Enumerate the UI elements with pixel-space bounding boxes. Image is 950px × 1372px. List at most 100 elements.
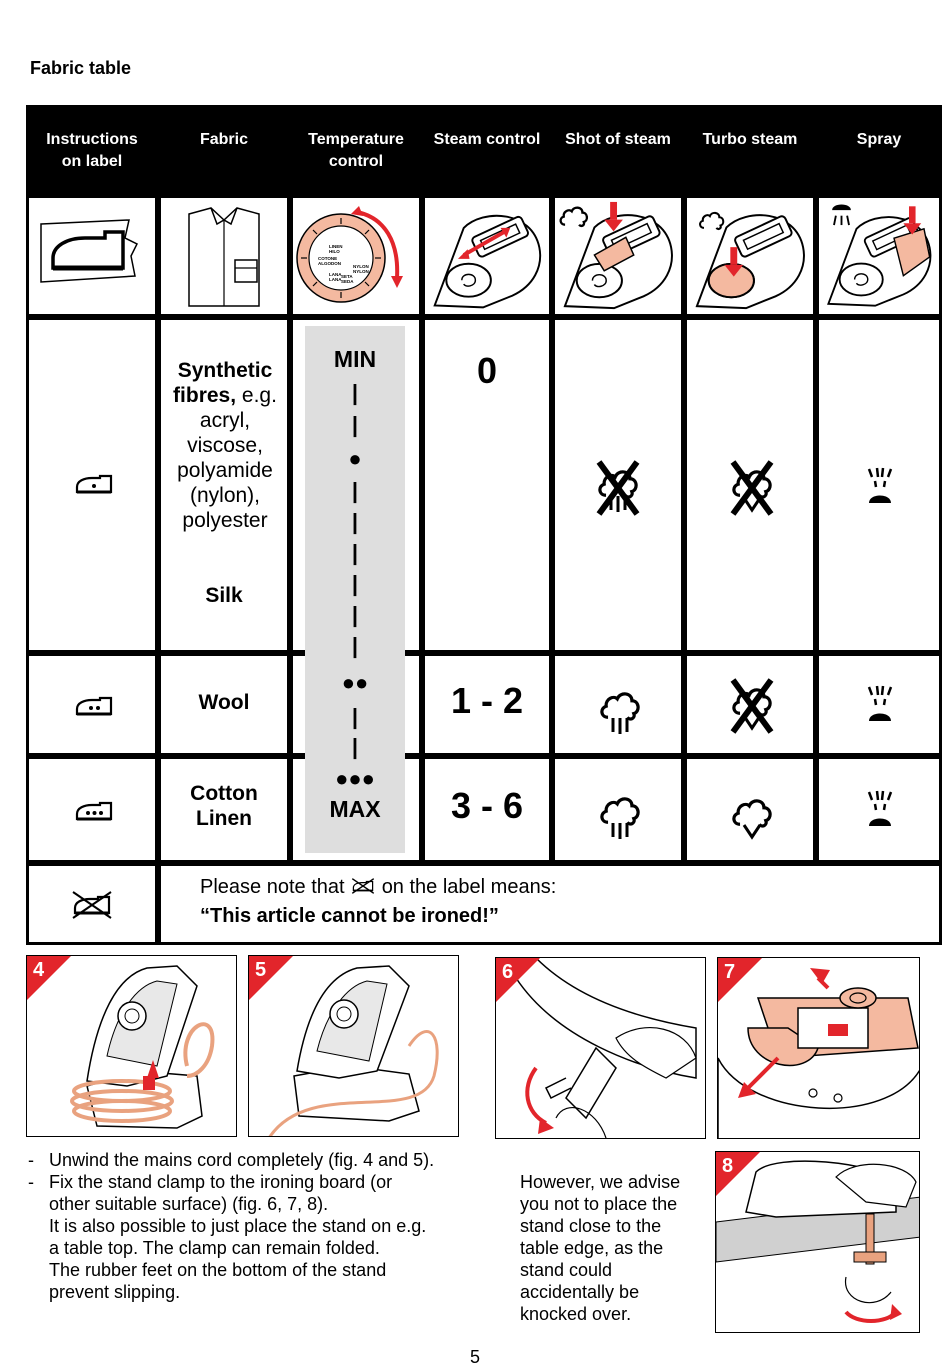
wool-label-cell [26,653,158,756]
figure-4-number: 4 [33,959,45,981]
cotton-fabric-text: Cotton Linen [190,782,258,830]
shot-of-steam-allowed-icon [600,797,640,839]
dial-icon-cell: LINEN HILO COTONE ALGODON LANA LANA SETA… [290,195,422,317]
header-fabric: Fabric [199,131,248,148]
dial-label: SETA [341,274,353,279]
figure-5-number: 5 [255,959,267,981]
table-header [26,105,942,196]
note-line: Please note that on the label means: [200,876,556,899]
note-prefix: Please note that [200,876,345,898]
spray-icon-cell [816,195,942,317]
care-label-icon [40,219,139,283]
spray-icon [819,204,939,314]
no-shot-of-steam-icon [596,460,640,516]
header-instructions: Instructions on label [46,131,138,170]
clamp-on-board-illustration [716,1160,919,1323]
figure-6-number: 6 [502,961,514,983]
dial-label: HILO [329,249,340,254]
temp-tick: | [351,380,359,405]
dial-label: NYLON [353,264,369,269]
temp-tick: | [351,704,359,729]
synthetic-spray-cell [816,317,942,653]
silk-fabric-text: Silk [205,584,243,607]
figure-5: 5 [248,955,459,1137]
figure-8: 8 [715,1151,920,1333]
temp-tick: | [351,412,359,437]
figure-6-number-badge [496,958,540,1002]
wool-steam-value: 1 - 2 [450,680,524,721]
list-item: - Fix the stand clamp to the ironing boa… [28,1171,434,1303]
synthetic-label-cell [26,317,158,653]
iron-on-stand-cord-wound-illustration [70,965,215,1129]
synthetic-fabric-examples: e.g. acryl, viscose, polyamide (nylon), … [177,384,277,532]
synthetic-turbo-cell [684,317,816,653]
page-number: 5 [469,1347,480,1367]
figure-7-number-badge [718,958,762,1002]
cotton-fabric-cell: Cotton Linen [158,756,290,863]
figure-6: 6 [495,957,706,1139]
page-title: Fabric table [30,58,132,78]
do-not-iron-icon [72,891,112,919]
figure-5-number-badge [249,956,293,1000]
bullet-dash: - [28,1172,34,1192]
shot-of-steam-icon [559,201,681,314]
figure-7: 7 [717,957,920,1139]
list-item: - Unwind the mains cord completely (fig.… [28,1149,434,1171]
synthetic-shot-cell [552,317,684,653]
wool-fabric-cell: Wool [158,653,290,756]
shirt-icon [188,207,260,307]
no-iron-label-cell [26,863,158,945]
wool-turbo-cell [684,653,816,756]
dial-label: LANA [329,272,342,277]
bullet-dash: - [28,1150,34,1170]
synthetic-steam-cell: 0 [422,317,552,653]
figure-8-number-badge [716,1152,760,1196]
spray-allowed-icon [865,787,895,829]
dial-label: LANA [329,277,342,282]
temp-tick: | [351,509,359,534]
fabric-table: Instructions on label Fabric Temperature… [26,105,942,945]
label-icon-cell [26,195,158,317]
spray-allowed-icon [865,464,895,506]
dial-label: ALGODON [318,261,341,266]
no-turbo-steam-icon [730,460,774,516]
spray-allowed-icon [865,682,895,724]
cotton-spray-cell [816,756,942,863]
note-cell [158,863,942,945]
temp-three-dots: ●●● [335,766,375,791]
instruction-text: Fix the stand clamp to the ironing board… [49,1172,427,1302]
cotton-steam-value: 3 - 6 [450,785,524,826]
temp-tick: | [351,540,359,565]
dial-label: NYLON [353,269,369,274]
figure-7-number: 7 [724,961,736,983]
turbo-steam-allowed-icon [732,799,772,840]
cotton-label-cell [26,756,158,863]
advice-paragraph: However, we advise you not to place the … [520,1172,681,1324]
turbo-steam-icon-cell [684,195,816,317]
iron-two-dots-icon [74,694,114,718]
note-emphasis: “This article cannot be ironed!” [200,905,499,927]
synthetic-steam-value: 0 [476,350,498,391]
temp-tick: | [351,633,359,658]
shirt-icon-cell [158,195,290,317]
instruction-text: Unwind the mains cord completely (fig. 4… [49,1150,435,1170]
header-turbo-steam: Turbo steam [702,131,798,148]
synthetic-fabric-name: Synthetic fibres, [173,359,273,407]
turbo-steam-icon [687,211,813,314]
figure-4: 4 [26,955,237,1137]
stand-clamp-unfold-illustration [515,958,697,1138]
temp-tick: | [351,478,359,503]
temp-tick: | [351,571,359,596]
cotton-turbo-cell [684,756,816,863]
cotton-shot-cell [552,756,684,863]
synthetic-fabric-cell: Synthetic fibres, e.g. acryl, viscose, p… [158,317,290,653]
header-temperature: Temperature control [308,131,404,170]
note-suffix: on the label means: [381,876,557,898]
iron-three-dots-icon [74,799,114,823]
steam-control-icon [425,198,549,314]
header-spray: Spray [856,131,902,148]
stand-underside-illustration [718,968,919,1138]
iron-one-dot-icon [74,472,114,496]
steam-control-icon-cell [422,195,552,317]
instructions-list: - Unwind the mains cord completely (fig.… [28,1149,434,1303]
